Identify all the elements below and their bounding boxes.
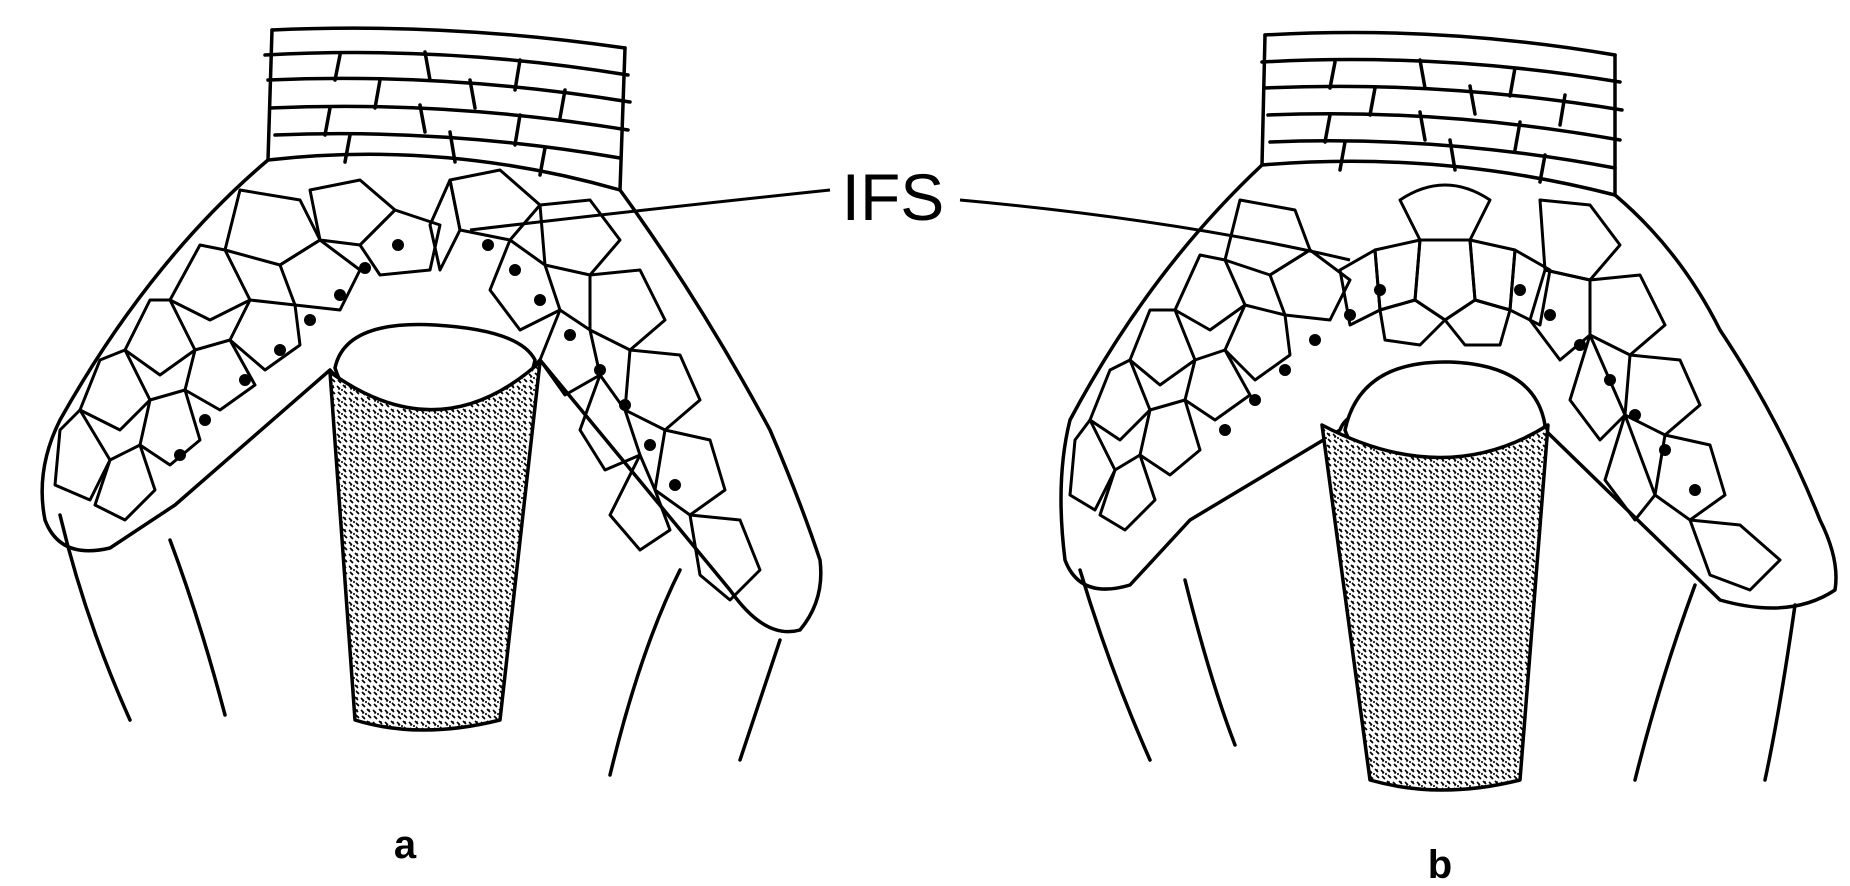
radiating-scales-b bbox=[1340, 185, 1550, 345]
left-limbs-b bbox=[1080, 570, 1235, 760]
right-limbs-a bbox=[610, 570, 780, 775]
right-limbs-b bbox=[1635, 585, 1795, 780]
panel-label-a: a bbox=[394, 823, 417, 867]
panel-b bbox=[1061, 33, 1836, 791]
stippled-column-a bbox=[330, 362, 540, 730]
left-limbs-a bbox=[60, 515, 225, 720]
ifs-label: IFS bbox=[842, 160, 945, 234]
body-scales-b bbox=[1262, 33, 1622, 196]
scales-right-arm-b bbox=[1530, 200, 1780, 590]
panel-a bbox=[42, 28, 821, 775]
panel-label-b: b bbox=[1428, 843, 1452, 886]
body-scales-a bbox=[265, 28, 630, 190]
ifs-leader-line-a bbox=[470, 190, 830, 230]
stippled-column-b bbox=[1322, 425, 1548, 790]
